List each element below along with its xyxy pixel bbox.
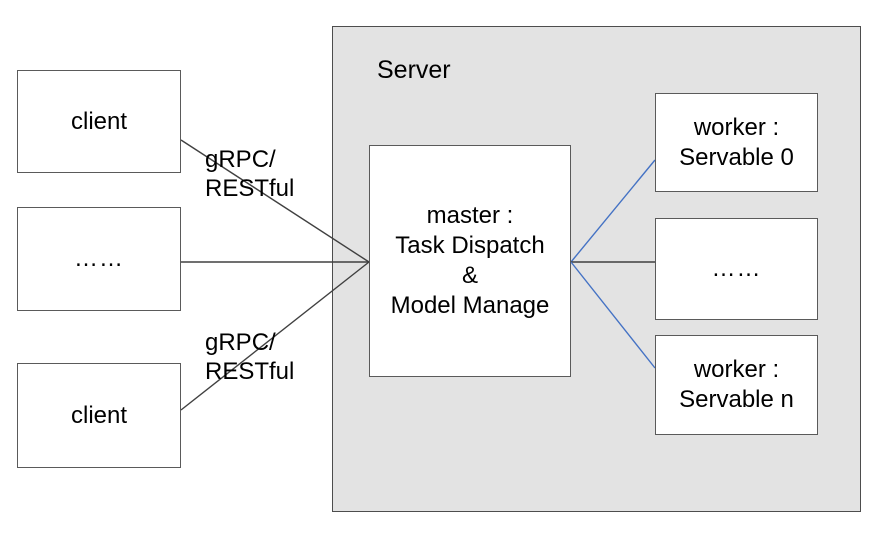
client-box-bottom[interactable]: client [17, 363, 181, 468]
edge-label-grpc-restful-bottom: gRPC/ RESTful [205, 329, 295, 385]
worker-box-servable-n[interactable]: worker : Servable n [655, 335, 818, 435]
server-title-label: Server [377, 56, 451, 84]
worker-box-servable-0[interactable]: worker : Servable 0 [655, 93, 818, 192]
master-box[interactable]: master : Task Dispatch & Model Manage [369, 145, 571, 377]
client-box-middle-ellipsis[interactable]: …… [17, 207, 181, 311]
worker-box-middle-ellipsis[interactable]: …… [655, 218, 818, 320]
client-box-top[interactable]: client [17, 70, 181, 173]
edge-label-grpc-restful-top: gRPC/ RESTful [205, 146, 295, 202]
